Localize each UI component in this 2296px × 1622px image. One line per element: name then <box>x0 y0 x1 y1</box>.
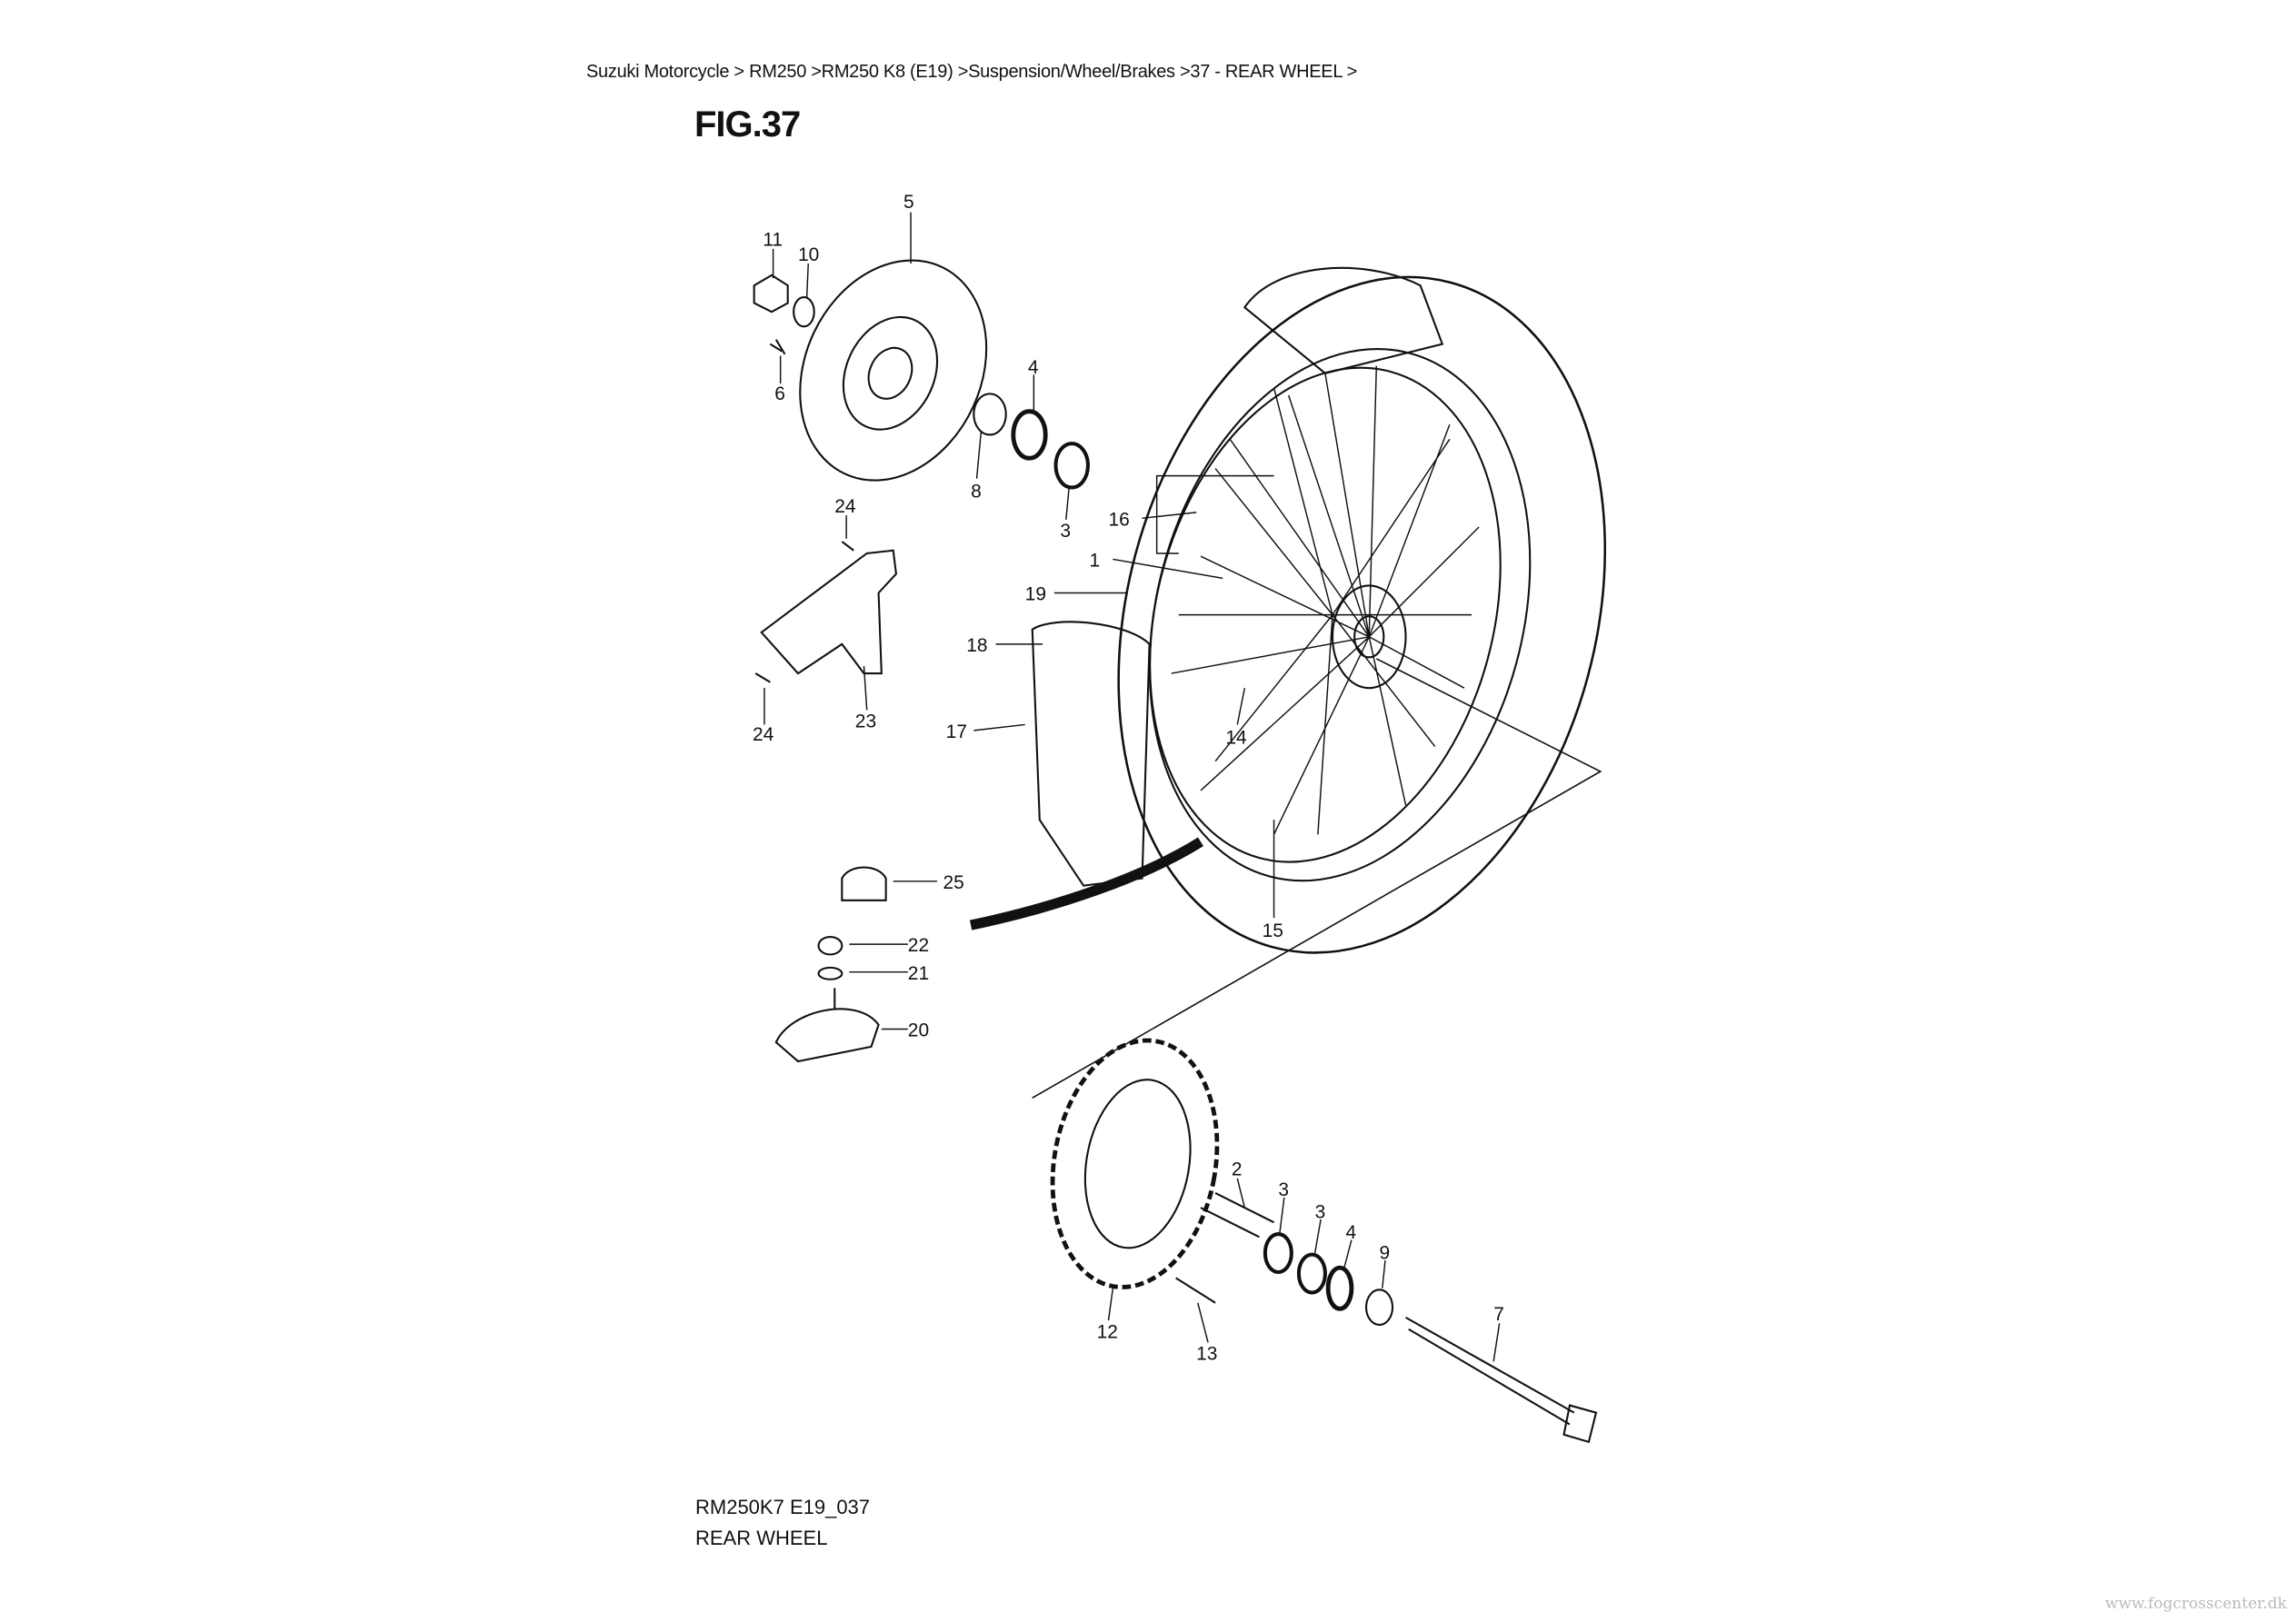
callout-5: 5 <box>903 192 914 213</box>
diagram-code: RM250K7 E19_037 <box>695 1496 871 1518</box>
callout-24b: 24 <box>753 724 774 745</box>
callout-15: 15 <box>1263 920 1283 941</box>
callout-21: 21 <box>908 963 929 984</box>
callout-10: 10 <box>798 244 819 265</box>
callout-19: 19 <box>1025 584 1046 605</box>
callout-7: 7 <box>1493 1304 1504 1325</box>
callout-11: 11 <box>763 230 783 251</box>
callout-9: 9 <box>1380 1242 1391 1263</box>
small-hardware <box>753 274 1090 683</box>
callout-3: 3 <box>1060 521 1071 542</box>
callout-14: 14 <box>1225 727 1247 748</box>
sprocket <box>1050 1038 1220 1289</box>
callout-6: 6 <box>774 383 785 404</box>
leader-lines <box>764 212 1501 1362</box>
callout-13: 13 <box>1196 1344 1217 1365</box>
callout-24a: 24 <box>834 496 856 517</box>
callout-8: 8 <box>971 482 982 503</box>
callout-12: 12 <box>1097 1321 1118 1342</box>
callout-25: 25 <box>943 872 963 893</box>
callout-3c: 3 <box>1315 1201 1326 1222</box>
watermark: www.fogcrosscenter.dk <box>2104 1595 2287 1613</box>
breadcrumb: Suzuki Motorcycle > RM250 >RM250 K8 (E19… <box>586 62 1358 82</box>
callout-20: 20 <box>908 1020 929 1041</box>
rear-wheel <box>969 266 1607 954</box>
diagram-name: REAR WHEEL <box>695 1527 828 1549</box>
brake-disc <box>799 259 988 482</box>
callout-4b: 4 <box>1345 1222 1356 1243</box>
callout-23: 23 <box>855 711 876 732</box>
callout-16: 16 <box>1109 509 1130 530</box>
disc-guard <box>760 549 898 675</box>
callout-2: 2 <box>1232 1159 1243 1180</box>
callout-17: 17 <box>946 721 967 742</box>
callout-18: 18 <box>966 635 987 656</box>
callout-22: 22 <box>908 935 929 956</box>
axle-parts <box>1175 1192 1598 1444</box>
valve-parts <box>774 866 887 1063</box>
figure-title: FIG.37 <box>694 104 801 144</box>
callout-1: 1 <box>1090 550 1101 571</box>
callout-4: 4 <box>1028 357 1039 378</box>
callout-labels: 5 11 10 6 4 8 3 16 1 19 18 17 24 24 23 1… <box>753 192 1504 1365</box>
callout-3b: 3 <box>1278 1179 1289 1200</box>
